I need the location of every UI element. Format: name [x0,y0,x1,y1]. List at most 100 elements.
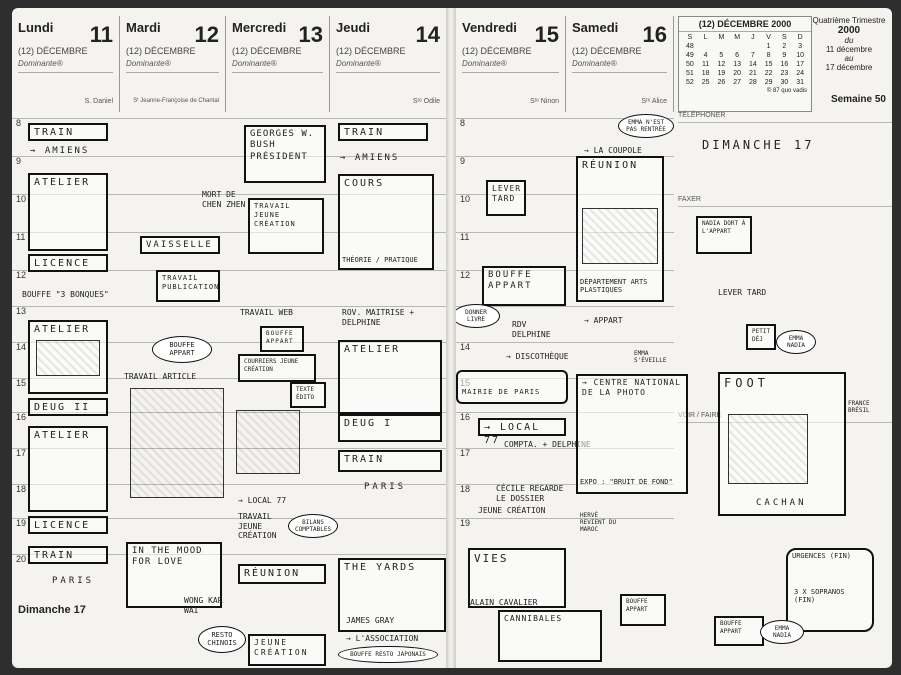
entry-herve-maroc: HERVÉ REVIENT DU MAROC [580,512,617,534]
week-range: Quatrième Trimestre 2000 du 11 décembre … [812,16,886,72]
entry-atelier-jeudi: ATELIER [338,340,442,414]
entry-licence: LICENCE [28,254,108,272]
day-number: 16 [642,22,667,47]
cal-cell: 28 [748,79,757,86]
entry-foot: FOOT [718,372,846,516]
day-month: (12) DÉCEMBRE [572,46,642,56]
hour-line [456,156,674,157]
cal-cell: 7 [750,52,755,59]
cal-cell: 9 [782,52,787,59]
cal-cell [729,42,745,51]
entry-rdv-maitrise: ROV. MAITRISE + DELPHINE [342,308,415,327]
cal-head: D [797,34,803,41]
entry-lever-tard: LEVER TARD [486,180,526,216]
cal-head: L [703,34,708,41]
entry-compta: COMPTA. + DELPHINE [504,440,591,449]
hour-line [12,194,446,195]
entry-atelier: ATELIER [28,173,108,251]
entry-wong-kar-wai: WONG KAR WAI [184,596,223,615]
hour-label: 20 [16,554,27,564]
label-faxer: FAXER [678,196,701,203]
entry-travail-jeune-creation-2: TRAVAIL JEUNE CRÉATION [238,512,277,541]
entry-local-77-vendredi: → LOCAL 77 [478,418,566,446]
entry-bouffe-appart-dimanche: BOUFFE APPART [714,616,764,646]
entry-jeune-creation: JEUNE CRÉATION [248,634,326,666]
cal-cell: 6 [735,52,740,59]
hour-label: 8 [16,118,22,128]
bubble-emma-nadia-2: EMMA NADIA [760,620,804,645]
entry-france-bresil: FRANCE BRÉSIL [848,400,870,415]
cal-cell: 15 [764,61,773,68]
hour-line [456,518,674,519]
entry-bouffe-appart-vendredi: BOUFFE APPART [482,266,566,306]
hour-line [12,554,446,555]
cal-cell: 1 [766,43,771,50]
cal-cell: 12 [717,61,726,68]
cal-cell: 17 [796,61,805,68]
cal-cell: 51 [685,70,694,77]
left-page: Lundi 11 (12) DÉCEMBRE Dominante® S. Dan… [12,8,446,668]
bubble-bilans: BILANS COMPTABLES [288,514,338,539]
cal-head: M [718,34,725,41]
entry-train-jeudi: TRAIN [338,123,428,141]
hour-line [456,342,674,343]
bubble-bouffe-appart: BOUFFE APPART [152,336,212,363]
cal-cell: 16 [780,61,789,68]
entry-bouffe: BOUFFE "3 BONQUES" [22,290,109,299]
entry-jeune-creation-vendredi: JEUNE CRÉATION [478,506,546,515]
entry-texte-edito: TEXTE ÉDITO [290,382,326,408]
entry-departement: DÉPARTEMENT ARTS PLASTIQUES [580,278,648,295]
hour-label: 11 [16,232,26,242]
saint-name: Sᵗ Jeanne-Françoise de Chantal [133,98,219,104]
cal-cell: 13 [733,61,742,68]
day-header-samedi: Samedi 16 (12) DÉCEMBRE Dominante® Sᵗᵉ A… [566,16,674,112]
day-number: 15 [534,22,559,47]
day-header-mardi: Mardi 12 (12) DÉCEMBRE Dominante® Sᵗ Jea… [120,16,226,112]
entry-vaisselle: VAISSELLE [140,236,220,254]
hour-label: 16 [460,412,471,422]
hour-line [12,270,446,271]
entry-reunion-samedi: RÉUNION [576,156,664,302]
entry-cachan: CACHAN [756,498,807,508]
day-dominante: Dominante® [232,59,277,68]
hour-line [12,484,446,485]
cal-cell [698,42,714,51]
cal-cell [714,42,730,51]
entry-cours: COURS [338,174,434,270]
entry-association: → L'ASSOCIATION [346,634,419,643]
entry-discotheque: → DISCOTHÈQUE [506,352,569,361]
entry-the-yards: THE YARDS [338,558,446,632]
entry-lever-tard-dimanche: LEVER TARD [718,288,767,297]
day-number: 13 [298,22,323,47]
mini-calendar-title: (12) DÉCEMBRE 2000 [679,17,811,32]
cal-cell: 52 [685,79,694,86]
hour-label: 9 [16,156,22,166]
entry-train-jeudi-2: TRAIN [338,450,442,472]
range-to: 17 décembre [825,63,873,72]
day-dominante: Dominante® [18,59,63,68]
hour-line [12,306,446,307]
binding-gutter [444,8,458,668]
range-from: 11 décembre [825,45,873,54]
cal-cell: 20 [733,70,742,77]
entry-amiens: → AMIENS [30,146,90,156]
cal-cell: 25 [701,79,710,86]
cal-cell: 23 [780,70,789,77]
cal-head: J [751,34,755,41]
entry-deug-jeudi: DEUG I [338,414,442,442]
entry-expo-bruit: EXPO : "BRUIT DE FOND" [580,478,673,486]
cal-cell: 3 [798,43,803,50]
cal-cell: 26 [717,79,726,86]
entry-amiens-jeudi: → AMIENS [340,153,400,163]
entry-vies: VIES [468,548,566,608]
cal-cell: 11 [701,61,710,68]
week-number: Semaine 50 [830,94,886,105]
section-line [678,122,892,123]
hour-label: 19 [460,518,471,528]
day-number: 14 [415,22,440,47]
entry-cecile: CÉCILE REGARDE LE DOSSIER [496,484,564,503]
day-dominante: Dominante® [572,59,617,68]
hour-label: 8 [460,118,466,128]
day-header-jeudi: Jeudi 14 (12) DÉCEMBRE Dominante® Sᵗᵉ Od… [330,16,446,112]
